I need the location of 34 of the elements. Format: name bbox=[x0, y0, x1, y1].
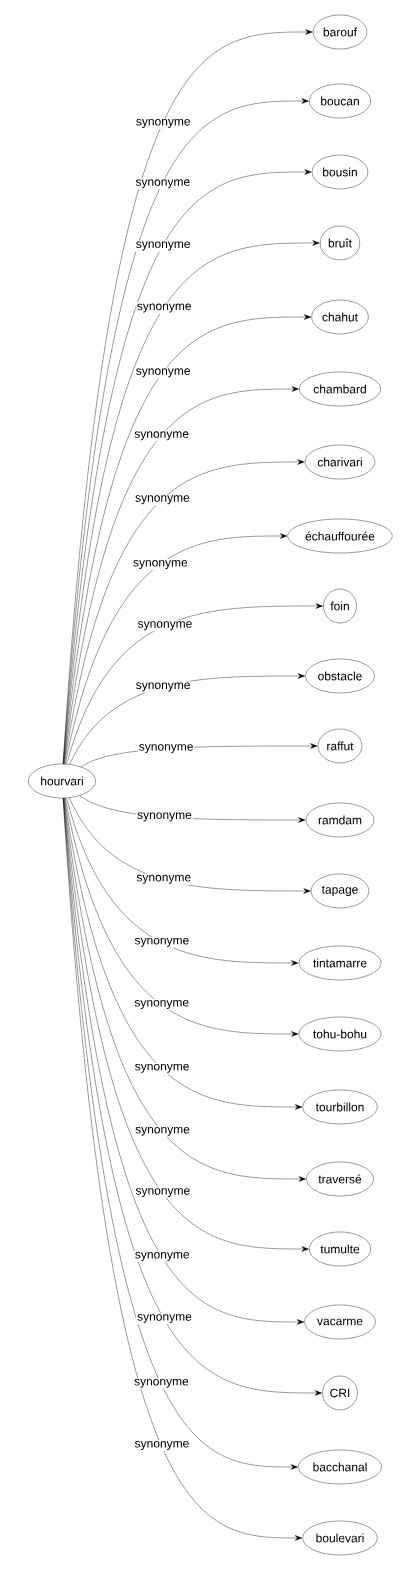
edge-label: synonyme bbox=[136, 811, 193, 823]
edge-label: synonyme bbox=[135, 873, 193, 885]
arrow bbox=[65, 797, 299, 1037]
edge-label: synonyme bbox=[133, 1440, 191, 1451]
arrow bbox=[65, 533, 288, 765]
arrow bbox=[63, 797, 306, 1182]
arrow bbox=[69, 673, 305, 765]
edge-label: synonyme bbox=[134, 681, 192, 693]
edge-label: synonyme bbox=[134, 118, 192, 129]
arrow bbox=[66, 797, 299, 966]
edge-label: synonyme bbox=[133, 430, 190, 442]
edge-label: synonyme bbox=[133, 1377, 190, 1389]
edge-label: synonyme bbox=[136, 1313, 193, 1325]
edge-label: synonyme bbox=[134, 240, 192, 252]
edge-label: synonyme bbox=[134, 367, 192, 379]
edge-label: synonyme bbox=[133, 1251, 191, 1262]
edge-label: synonyme bbox=[134, 1125, 191, 1137]
arrow bbox=[66, 603, 323, 765]
edge-label: synonyme bbox=[133, 1062, 191, 1074]
edge-label: synonyme bbox=[134, 494, 191, 506]
edge-label: synonyme bbox=[134, 178, 192, 190]
edge-label: synonyme bbox=[133, 936, 191, 948]
edge-label: synonyme bbox=[132, 559, 189, 570]
edge-label: synonyme bbox=[134, 1187, 192, 1199]
arrow bbox=[64, 797, 303, 1110]
edge-label: synonyme bbox=[135, 302, 193, 314]
edge-label: synonyme bbox=[133, 999, 191, 1010]
edge-label: synonyme bbox=[136, 620, 194, 632]
arrow bbox=[63, 314, 312, 765]
arrow bbox=[69, 797, 311, 894]
arrow bbox=[64, 459, 305, 765]
arrow bbox=[63, 386, 299, 765]
arrow bbox=[63, 797, 309, 1252]
edge-label: synonyme bbox=[137, 743, 195, 755]
